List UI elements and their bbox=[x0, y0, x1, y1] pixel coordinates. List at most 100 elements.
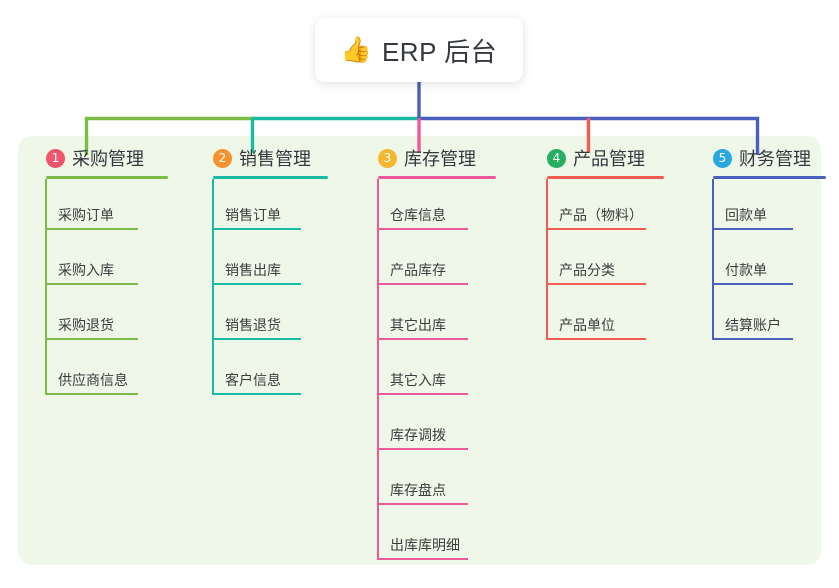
leaf-item[interactable]: 产品单位 bbox=[527, 289, 687, 344]
branch-title: 产品管理 bbox=[573, 149, 645, 169]
branch-销售管理[interactable]: 2 销售管理 销售订单销售出库销售退货客户信息 bbox=[193, 146, 343, 399]
thumbs-up-icon: 👍 bbox=[340, 35, 372, 64]
leaf-item[interactable]: 仓库信息 bbox=[358, 179, 513, 234]
leaf-label: 仓库信息 bbox=[390, 207, 446, 223]
leaf-underline bbox=[547, 283, 646, 285]
leaf-label: 销售出库 bbox=[225, 262, 281, 278]
leaf-item[interactable]: 采购退货 bbox=[26, 289, 181, 344]
leaf-item[interactable]: 出库库明细 bbox=[358, 509, 513, 564]
leaf-item[interactable]: 采购订单 bbox=[26, 179, 181, 234]
leaf-label: 回款单 bbox=[725, 207, 767, 223]
leaf-underline bbox=[378, 228, 468, 230]
branch-title: 销售管理 bbox=[239, 149, 311, 169]
branch-spine bbox=[712, 179, 714, 340]
branch-采购管理[interactable]: 1 采购管理 采购订单采购入库采购退货供应商信息 bbox=[26, 146, 181, 399]
branch-header[interactable]: 4 产品管理 bbox=[527, 146, 687, 170]
leaf-underline bbox=[46, 338, 138, 340]
leaf-underline bbox=[378, 338, 468, 340]
branch-spine bbox=[45, 179, 47, 395]
leaf-item[interactable]: 供应商信息 bbox=[26, 344, 181, 399]
leaf-item[interactable]: 销售退货 bbox=[193, 289, 343, 344]
leaf-label: 库存盘点 bbox=[390, 482, 446, 498]
branch-title: 财务管理 bbox=[739, 149, 811, 169]
branch-header[interactable]: 3 库存管理 bbox=[358, 146, 513, 170]
leaf-label: 产品单位 bbox=[559, 317, 615, 333]
branch-number-badge: 3 bbox=[378, 148, 397, 168]
leaf-label: 出库库明细 bbox=[390, 537, 460, 553]
leaf-label: 产品分类 bbox=[559, 262, 615, 278]
leaf-label: 付款单 bbox=[725, 262, 767, 278]
leaf-underline bbox=[46, 393, 138, 395]
branch-header[interactable]: 5 财务管理 bbox=[693, 146, 820, 170]
leaf-label: 销售订单 bbox=[225, 207, 281, 223]
branch-children: 采购订单采购入库采购退货供应商信息 bbox=[26, 179, 181, 399]
branch-children: 回款单付款单结算账户 bbox=[693, 179, 820, 344]
leaf-label: 供应商信息 bbox=[58, 372, 128, 388]
branch-number-badge: 2 bbox=[213, 148, 232, 168]
leaf-item[interactable]: 采购入库 bbox=[26, 234, 181, 289]
branch-spine bbox=[212, 179, 214, 395]
branch-underline bbox=[46, 176, 168, 179]
leaf-item[interactable]: 其它入库 bbox=[358, 344, 513, 399]
leaf-item[interactable]: 销售订单 bbox=[193, 179, 343, 234]
branch-header[interactable]: 1 采购管理 bbox=[26, 146, 181, 170]
leaf-underline bbox=[378, 558, 468, 560]
root-node[interactable]: 👍 ERP 后台 bbox=[315, 18, 523, 82]
leaf-label: 销售退货 bbox=[225, 317, 281, 333]
branch-spine bbox=[546, 179, 548, 340]
branch-number-badge: 1 bbox=[46, 148, 65, 168]
leaf-underline bbox=[713, 283, 793, 285]
leaf-item[interactable]: 付款单 bbox=[693, 234, 820, 289]
leaf-label: 结算账户 bbox=[725, 317, 781, 333]
leaf-underline bbox=[46, 283, 138, 285]
branches-panel bbox=[18, 136, 821, 565]
leaf-underline bbox=[213, 338, 301, 340]
leaf-label: 其它出库 bbox=[390, 317, 446, 333]
branch-children: 销售订单销售出库销售退货客户信息 bbox=[193, 179, 343, 399]
branch-number-badge: 5 bbox=[713, 148, 732, 168]
leaf-label: 采购订单 bbox=[58, 207, 114, 223]
leaf-label: 其它入库 bbox=[390, 372, 446, 388]
branch-header[interactable]: 2 销售管理 bbox=[193, 146, 343, 170]
leaf-underline bbox=[46, 228, 138, 230]
leaf-label: 库存调拨 bbox=[390, 427, 446, 443]
leaf-item[interactable]: 产品分类 bbox=[527, 234, 687, 289]
leaf-item[interactable]: 产品库存 bbox=[358, 234, 513, 289]
root-title: ERP 后台 bbox=[381, 36, 498, 67]
branch-underline bbox=[713, 176, 826, 179]
branch-产品管理[interactable]: 4 产品管理 产品（物料） 产品分类产品单位 bbox=[527, 146, 687, 344]
leaf-item[interactable]: 库存调拨 bbox=[358, 399, 513, 454]
leaf-underline bbox=[213, 283, 301, 285]
leaf-item[interactable]: 产品（物料） bbox=[527, 179, 687, 234]
leaf-underline bbox=[378, 448, 468, 450]
leaf-underline bbox=[378, 393, 468, 395]
leaf-label: 客户信息 bbox=[225, 372, 281, 388]
leaf-underline bbox=[378, 503, 468, 505]
leaf-underline bbox=[547, 338, 646, 340]
leaf-item[interactable]: 销售出库 bbox=[193, 234, 343, 289]
branch-underline bbox=[378, 176, 496, 179]
leaf-underline bbox=[378, 283, 468, 285]
branch-underline bbox=[213, 176, 328, 179]
leaf-item[interactable]: 库存盘点 bbox=[358, 454, 513, 509]
leaf-label: 产品库存 bbox=[390, 262, 446, 278]
leaf-underline bbox=[713, 338, 793, 340]
leaf-label: 采购退货 bbox=[58, 317, 114, 333]
branch-title: 库存管理 bbox=[404, 149, 476, 169]
leaf-item[interactable]: 回款单 bbox=[693, 179, 820, 234]
branch-财务管理[interactable]: 5 财务管理 回款单付款单结算账户 bbox=[693, 146, 826, 344]
branch-库存管理[interactable]: 3 库存管理 仓库信息产品库存其它出库其它入库库存调拨库存盘点出库库明细 bbox=[358, 146, 513, 564]
branch-children: 产品（物料） 产品分类产品单位 bbox=[527, 179, 687, 344]
leaf-item[interactable]: 其它出库 bbox=[358, 289, 513, 344]
branch-spine bbox=[377, 179, 379, 560]
leaf-underline bbox=[213, 228, 301, 230]
leaf-underline bbox=[547, 228, 646, 230]
leaf-item[interactable]: 客户信息 bbox=[193, 344, 343, 399]
leaf-item[interactable]: 结算账户 bbox=[693, 289, 820, 344]
branch-children: 仓库信息产品库存其它出库其它入库库存调拨库存盘点出库库明细 bbox=[358, 179, 513, 564]
branch-underline bbox=[547, 176, 664, 179]
branch-title: 采购管理 bbox=[72, 149, 144, 169]
leaf-underline bbox=[713, 228, 793, 230]
leaf-underline bbox=[213, 393, 301, 395]
